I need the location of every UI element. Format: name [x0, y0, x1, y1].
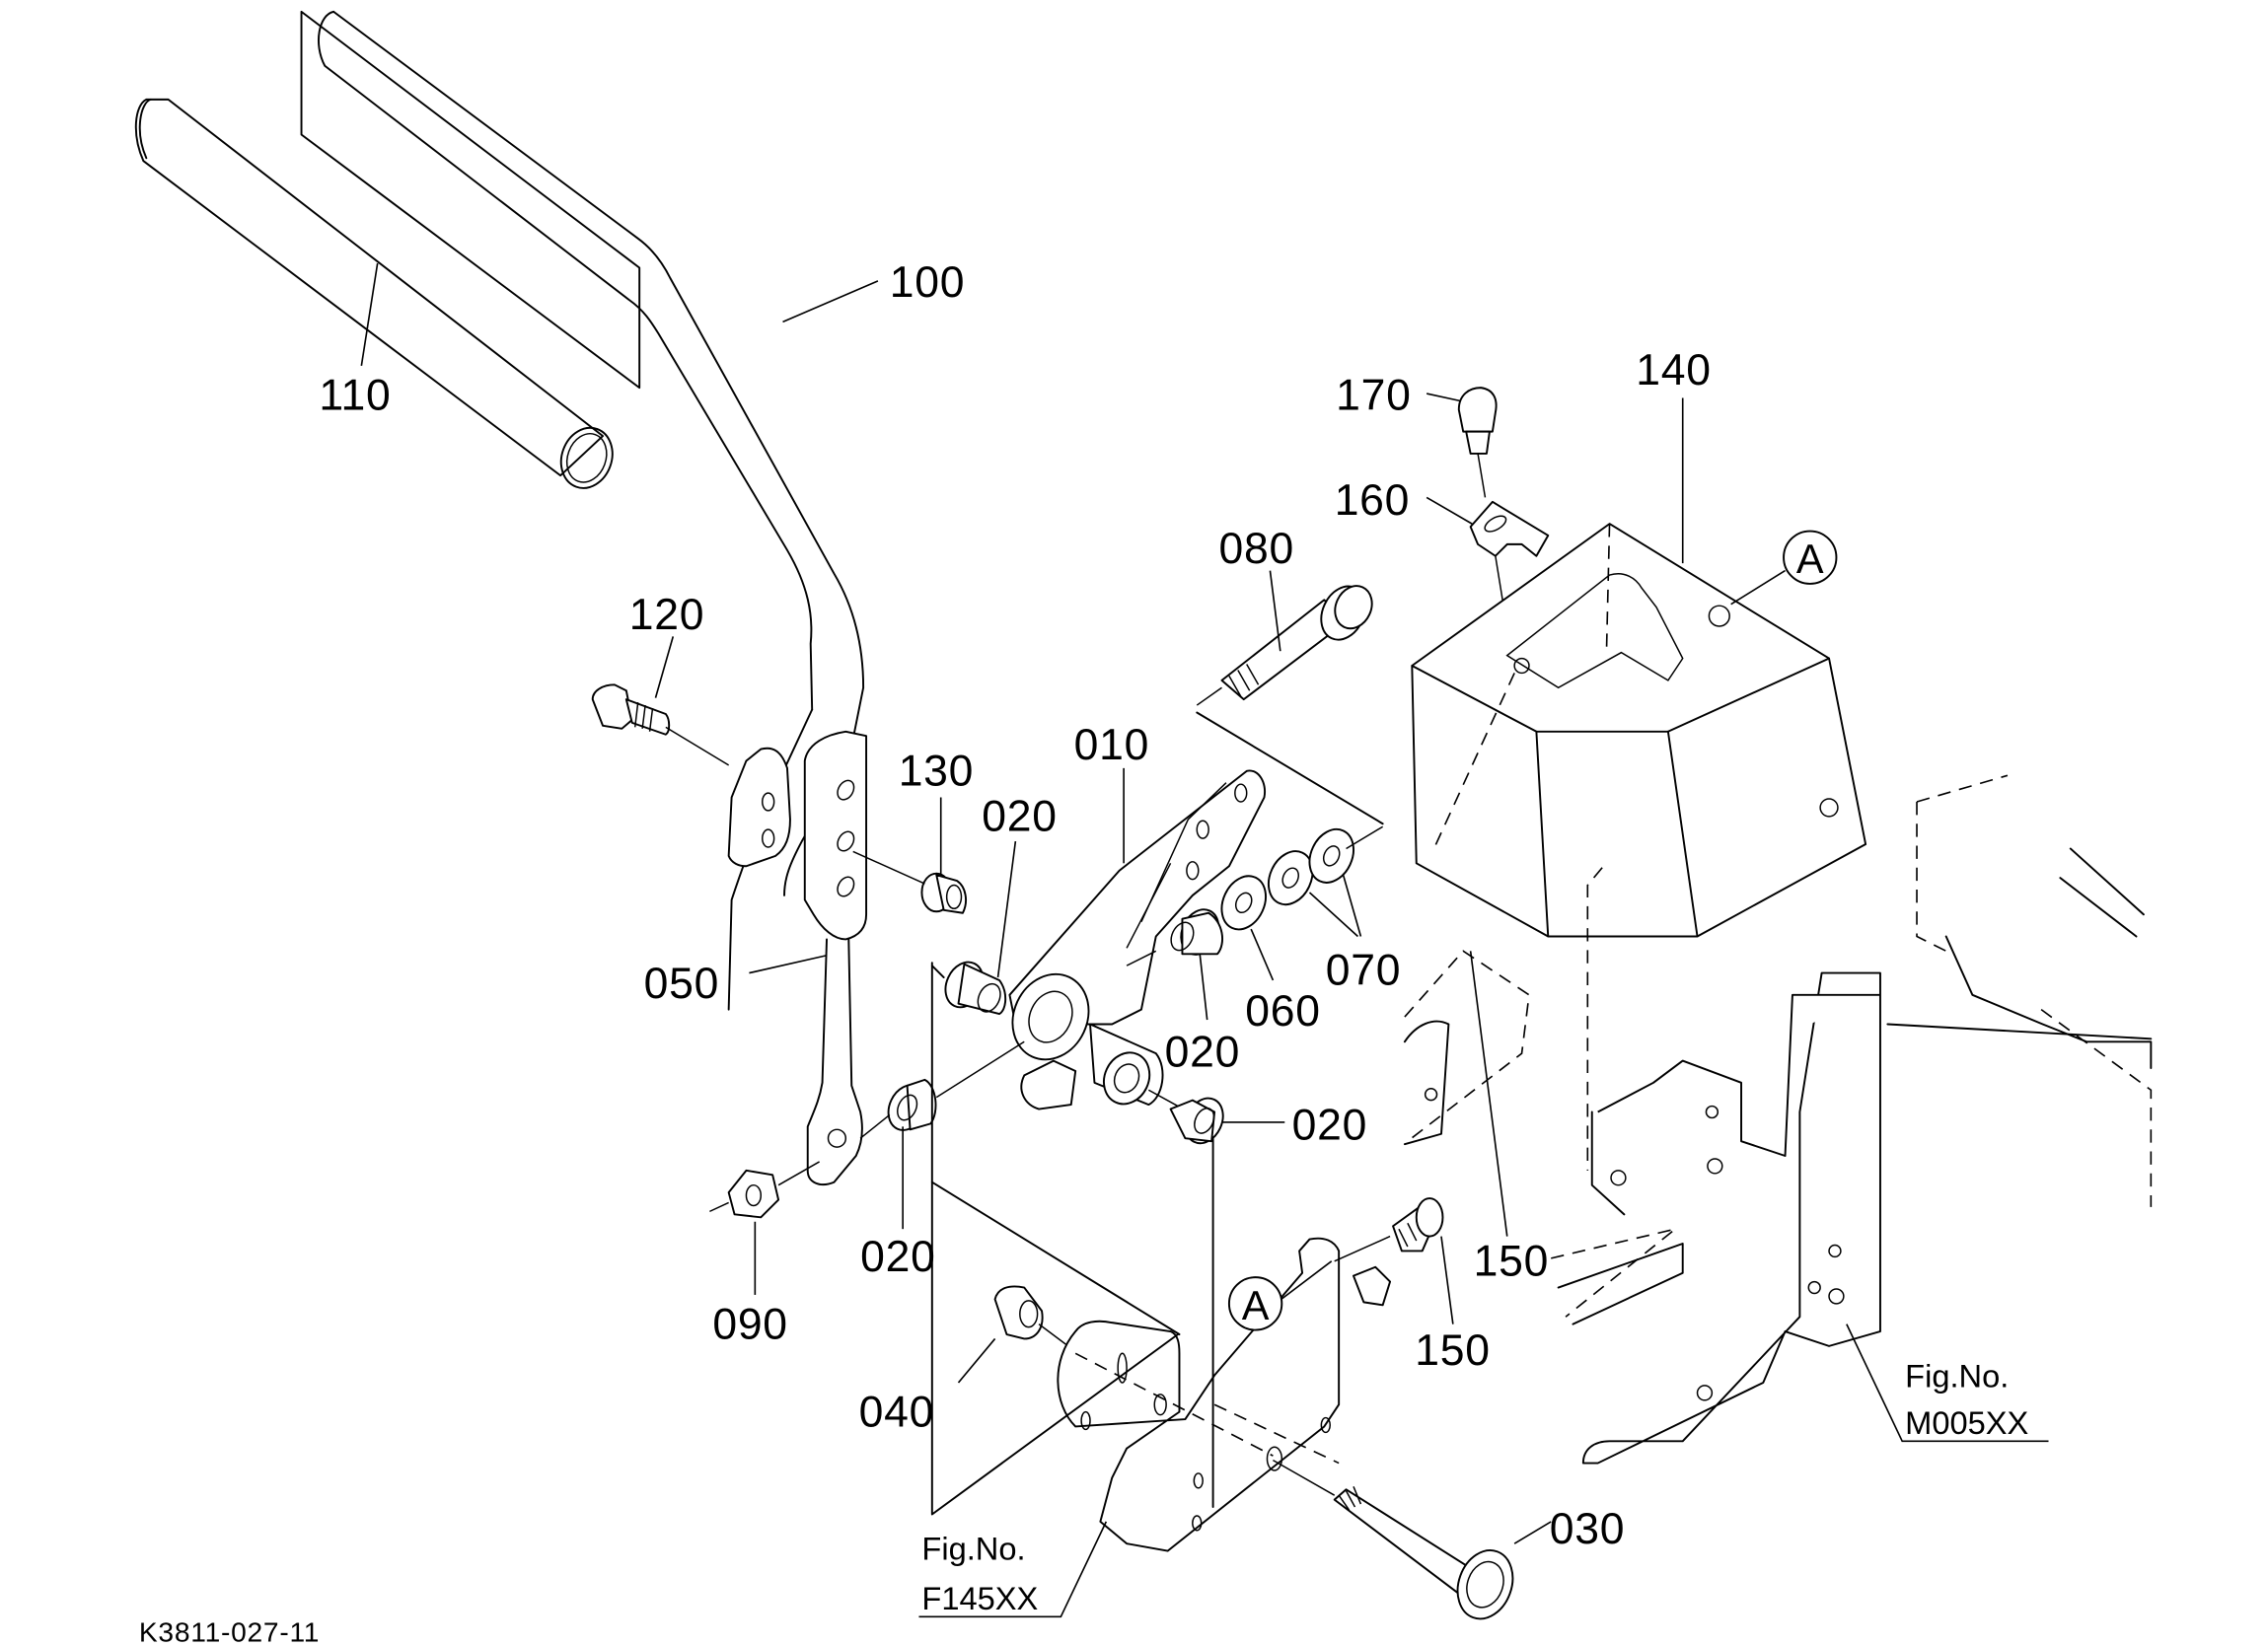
washer-070-a[interactable]: [1260, 844, 1320, 912]
lever-holder-010[interactable]: [999, 769, 1267, 1111]
bushing-020-right[interactable]: [1147, 1089, 1230, 1149]
figure-ref-caption: Fig.No.: [921, 1530, 1025, 1566]
bushing-020-upper[interactable]: [938, 956, 1007, 1016]
part-label-030[interactable]: 030: [1550, 1505, 1625, 1553]
bolt-150-lower[interactable]: [1334, 1197, 1444, 1307]
figure-ref-caption: Fig.No.: [1905, 1357, 2009, 1394]
bolt-120[interactable]: [591, 683, 730, 766]
part-label-120[interactable]: 120: [629, 591, 704, 639]
part-label-140[interactable]: 140: [1636, 346, 1711, 394]
nut-130[interactable]: [852, 850, 968, 914]
figure-ref-m005xx[interactable]: Fig.No. M005XX: [1905, 1357, 2028, 1440]
part-label-060[interactable]: 060: [1245, 987, 1320, 1036]
leader-lines: [360, 262, 2049, 1618]
bushing-020-mid[interactable]: [1126, 903, 1225, 966]
washer-060[interactable]: [1213, 869, 1274, 937]
part-label-150-lower[interactable]: 150: [1415, 1326, 1490, 1375]
part-label-070[interactable]: 070: [1326, 946, 1401, 994]
bolt-080[interactable]: [1196, 579, 1378, 706]
part-label-020-lower[interactable]: 020: [860, 1233, 935, 1281]
part-label-050[interactable]: 050: [644, 960, 719, 1008]
cover-140[interactable]: [1411, 523, 1867, 938]
ref-marker-a-upper[interactable]: A: [1783, 530, 1838, 585]
lever-100[interactable]: [300, 10, 865, 1011]
rod-050[interactable]: [803, 730, 868, 1185]
bolt-030[interactable]: [1273, 1459, 1521, 1627]
ref-letter-a-upper: A: [1796, 536, 1824, 582]
part-label-020-right[interactable]: 020: [1292, 1102, 1367, 1150]
drawing-code: K3811-027-11: [139, 1616, 320, 1646]
part-label-150-upper[interactable]: 150: [1474, 1238, 1549, 1286]
figure-ref-code: M005XX: [1905, 1404, 2028, 1441]
nut-040[interactable]: [993, 1285, 1069, 1347]
nut-090[interactable]: [709, 1161, 820, 1219]
part-label-160[interactable]: 160: [1335, 476, 1410, 525]
part-label-130[interactable]: 130: [899, 748, 974, 796]
part-label-040[interactable]: 040: [859, 1388, 934, 1436]
grip-110[interactable]: [134, 98, 621, 495]
frame-m005xx: [1403, 774, 2153, 1465]
part-label-020-upper[interactable]: 020: [982, 793, 1057, 841]
part-label-100[interactable]: 100: [890, 258, 965, 307]
part-label-080[interactable]: 080: [1219, 525, 1294, 573]
part-labels: 110 100 120 130 020 010 050 020 060 070 …: [319, 258, 1711, 1553]
bushing-020-lower[interactable]: [859, 1040, 1025, 1139]
part-label-110[interactable]: 110: [319, 371, 391, 419]
part-label-170[interactable]: 170: [1336, 371, 1411, 419]
bolt-170[interactable]: [1457, 387, 1498, 498]
part-label-010[interactable]: 010: [1074, 721, 1149, 769]
part-label-020-mid[interactable]: 020: [1165, 1029, 1240, 1077]
washer-070-b[interactable]: [1301, 823, 1384, 891]
figure-ref-code: F145XX: [921, 1580, 1038, 1616]
ref-letter-a-lower: A: [1242, 1282, 1270, 1328]
figure-ref-f145xx[interactable]: Fig.No. F145XX: [921, 1530, 1038, 1615]
ref-marker-a-lower[interactable]: A: [1227, 1276, 1283, 1331]
part-label-090[interactable]: 090: [712, 1300, 787, 1348]
